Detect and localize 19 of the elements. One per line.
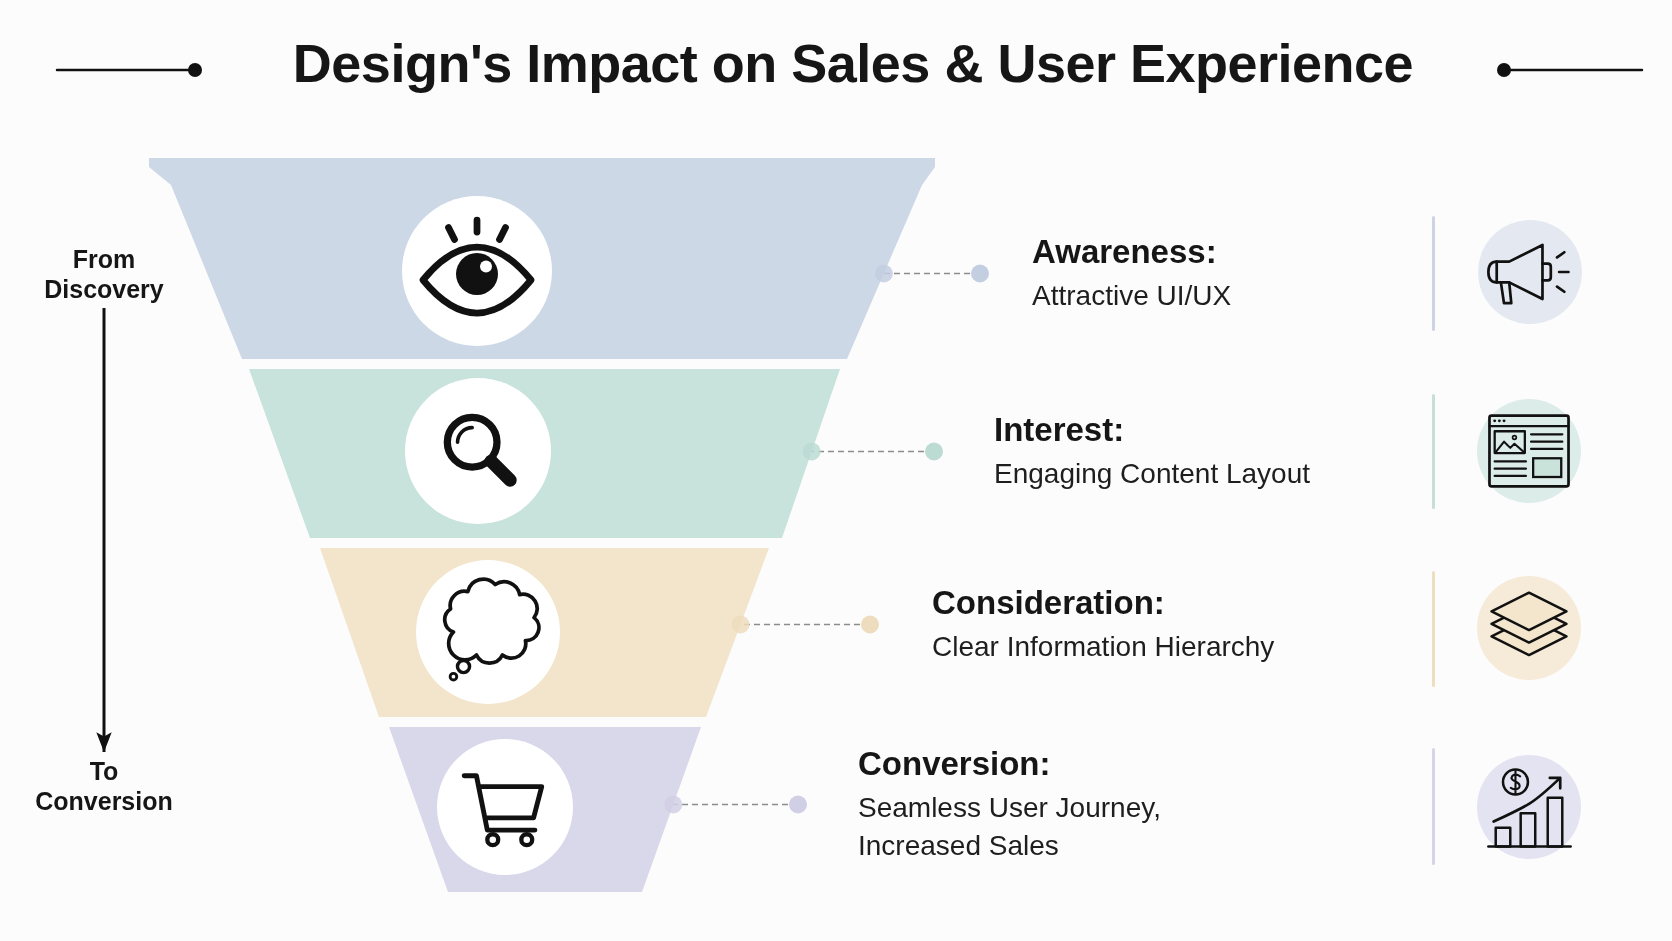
leader-line <box>731 615 879 634</box>
arrow <box>96 308 112 752</box>
leader-line <box>802 442 943 461</box>
flow-label: To Conversion <box>24 756 184 816</box>
stage-heading: Conversion: <box>858 744 1051 784</box>
stage-description: Attractive UI/UX <box>1032 279 1232 313</box>
leader-line <box>874 264 989 283</box>
funnel-band <box>389 727 701 892</box>
stage-description: Engaging Content Layout <box>994 457 1311 491</box>
stage-description: Clear Information Hierarchy <box>932 630 1275 664</box>
stage-heading: Consideration: <box>932 583 1165 623</box>
stage-heading: Awareness: <box>1032 232 1217 272</box>
title: Design's Impact on Sales & User Experience <box>292 32 1414 95</box>
stage-description: Seamless User Journey, Increased Sales <box>858 791 1162 863</box>
flow-label: From Discovery <box>29 244 179 304</box>
funnel-band <box>320 548 769 717</box>
leader-line <box>664 795 807 814</box>
stage-heading: Interest: <box>994 410 1125 450</box>
funnel-band <box>249 369 840 538</box>
